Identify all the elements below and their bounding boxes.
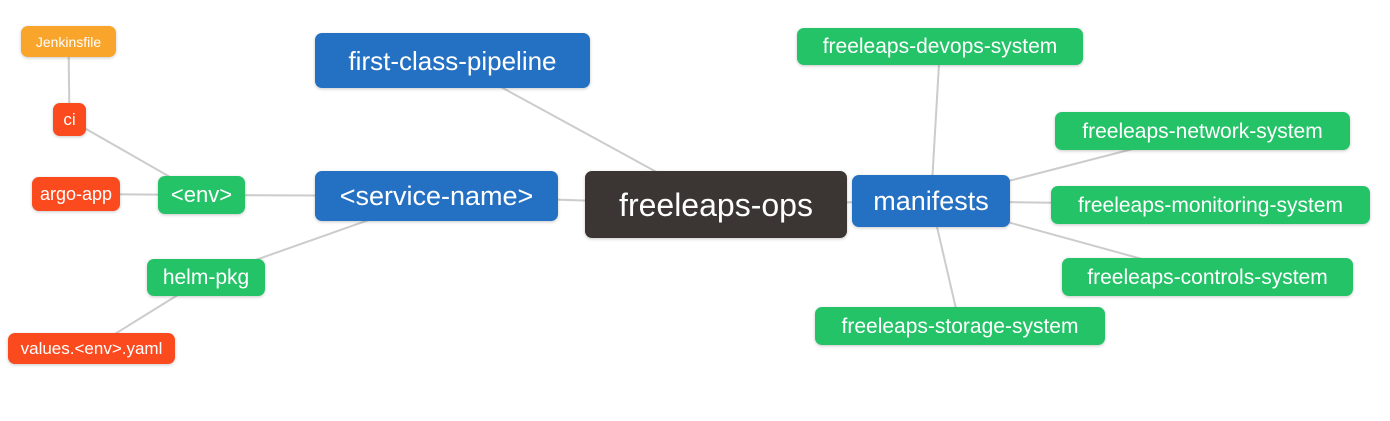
node-controls-system[interactable]: freeleaps-controls-system bbox=[1062, 258, 1353, 296]
node-devops-system[interactable]: freeleaps-devops-system bbox=[797, 28, 1083, 65]
node-network-system[interactable]: freeleaps-network-system bbox=[1055, 112, 1350, 150]
node-service-name[interactable]: <service-name> bbox=[315, 171, 558, 221]
node-env[interactable]: <env> bbox=[158, 176, 245, 214]
node-monitoring-system[interactable]: freeleaps-monitoring-system bbox=[1051, 186, 1370, 224]
node-helm-pkg[interactable]: helm-pkg bbox=[147, 259, 265, 296]
node-first-class-pipeline[interactable]: first-class-pipeline bbox=[315, 33, 590, 88]
node-argo-app[interactable]: argo-app bbox=[32, 177, 120, 211]
node-manifests[interactable]: manifests bbox=[852, 175, 1010, 227]
node-storage-system[interactable]: freeleaps-storage-system bbox=[815, 307, 1105, 345]
node-jenkinsfile[interactable]: Jenkinsfile bbox=[21, 26, 116, 57]
node-ci[interactable]: ci bbox=[53, 103, 86, 136]
node-freeleaps-ops[interactable]: freeleaps-ops bbox=[585, 171, 847, 238]
node-values-env-yaml[interactable]: values.<env>.yaml bbox=[8, 333, 175, 364]
